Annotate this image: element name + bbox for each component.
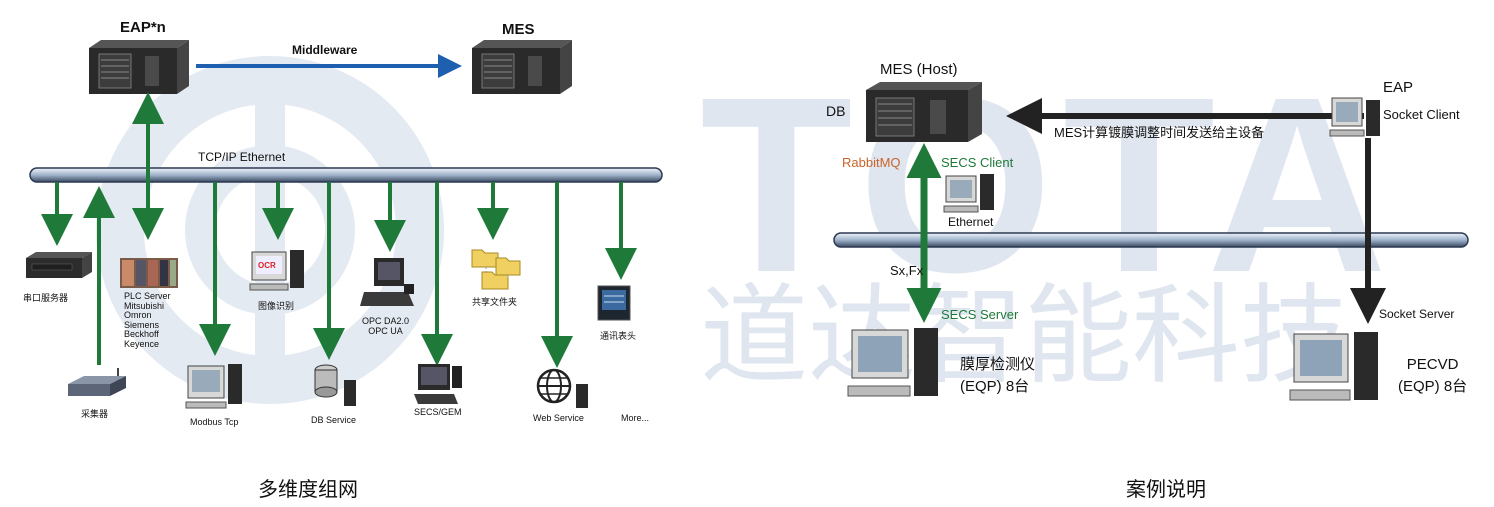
right-connections — [833, 98, 1469, 324]
eap-server-icon — [89, 40, 189, 94]
ethernet-label: Ethernet — [948, 215, 994, 229]
mes-host-server-icon — [866, 82, 982, 142]
watermark-letters: TOTA — [700, 45, 1398, 324]
plc-label: PLC Server Mitsubishi Omron Siemens Beck… — [124, 291, 171, 349]
tcpip-bus — [29, 167, 663, 183]
db-right-label: DB — [826, 103, 846, 119]
mes-server-icon — [472, 40, 572, 94]
message-label: MES计算镀膜调整时间发送给主设备 — [1054, 125, 1265, 140]
serial-label: 串口服务器 — [23, 293, 69, 303]
right-caption: 案例说明 — [1126, 479, 1206, 501]
pecvd-line: PECVD — [1406, 356, 1459, 373]
secs-pc-icon — [414, 364, 462, 404]
folder-icon — [471, 249, 521, 290]
socket-client-label: Socket Client — [1383, 107, 1460, 122]
ocr-badge: OCR — [258, 261, 276, 270]
plc-line: PLC Server — [124, 291, 171, 301]
image-label: 图像识别 — [258, 301, 295, 311]
opc-line: OPC UA — [368, 326, 403, 336]
mes-label: MES — [502, 21, 535, 38]
globe-icon — [536, 368, 588, 408]
modbus-label: Modbus Tcp — [190, 417, 239, 427]
share-label: 共享文件夹 — [472, 297, 518, 307]
db-label: DB Service — [311, 415, 357, 425]
film-eqp-pc-icon — [847, 328, 938, 397]
bus-label: TCP/IP Ethernet — [198, 150, 286, 164]
socket-server-label: Socket Server — [1379, 307, 1455, 321]
rabbitmq-label: RabbitMQ — [842, 155, 901, 170]
more-label: More... — [621, 413, 650, 423]
meter-icon — [597, 285, 631, 321]
modbus-pc-icon — [185, 364, 242, 409]
film-line: 膜厚检测仪 — [960, 356, 1036, 373]
collector-label: 采集器 — [81, 409, 109, 419]
secs-label: SECS/GEM — [414, 407, 462, 417]
opc-label: OPC DA2.0 OPC UA — [362, 316, 409, 336]
pecvd-line: (EQP) 8台 — [1398, 378, 1468, 395]
router-icon — [68, 368, 126, 396]
pecvd-label: PECVD (EQP) 8台 — [1398, 354, 1467, 398]
opc-line: OPC DA2.0 — [362, 316, 410, 326]
left-connections — [29, 54, 663, 368]
eap-label: EAP*n — [120, 19, 166, 36]
pecvd-pc-icon — [1289, 332, 1378, 401]
plc-line: Omron — [124, 310, 152, 320]
opc-pc-icon — [360, 258, 414, 306]
plc-line: Beckhoff — [124, 329, 159, 339]
mes-host-label: MES (Host) — [880, 61, 958, 78]
plc-line: Mitsubishi — [124, 300, 165, 311]
middleware-label: Middleware — [292, 43, 358, 57]
serial-server-icon — [26, 252, 92, 278]
sxfx-label: Sx,Fx — [890, 263, 924, 278]
plc-icon — [120, 258, 178, 288]
film-label: 膜厚检测仪 (EQP) 8台 — [960, 354, 1035, 398]
web-label: Web Service — [533, 413, 584, 423]
eap-pc-icon — [1329, 97, 1380, 137]
client-pc-icon — [943, 174, 994, 213]
meter-label: 通讯表头 — [600, 331, 637, 341]
eap-right-label: EAP — [1383, 79, 1414, 96]
secs-client-label: SECS Client — [941, 155, 1014, 170]
secs-server-label: SECS Server — [941, 307, 1019, 322]
database-icon — [314, 364, 356, 406]
film-line: (EQP) 8台 — [960, 378, 1030, 395]
watermark-cn: 道达智能科技 — [700, 275, 1349, 396]
ocr-pc-icon — [249, 250, 304, 291]
ethernet-bus — [833, 232, 1469, 248]
plc-line: Keyence — [124, 338, 160, 349]
plc-line: Siemens — [124, 319, 160, 330]
left-caption: 多维度组网 — [258, 479, 358, 501]
